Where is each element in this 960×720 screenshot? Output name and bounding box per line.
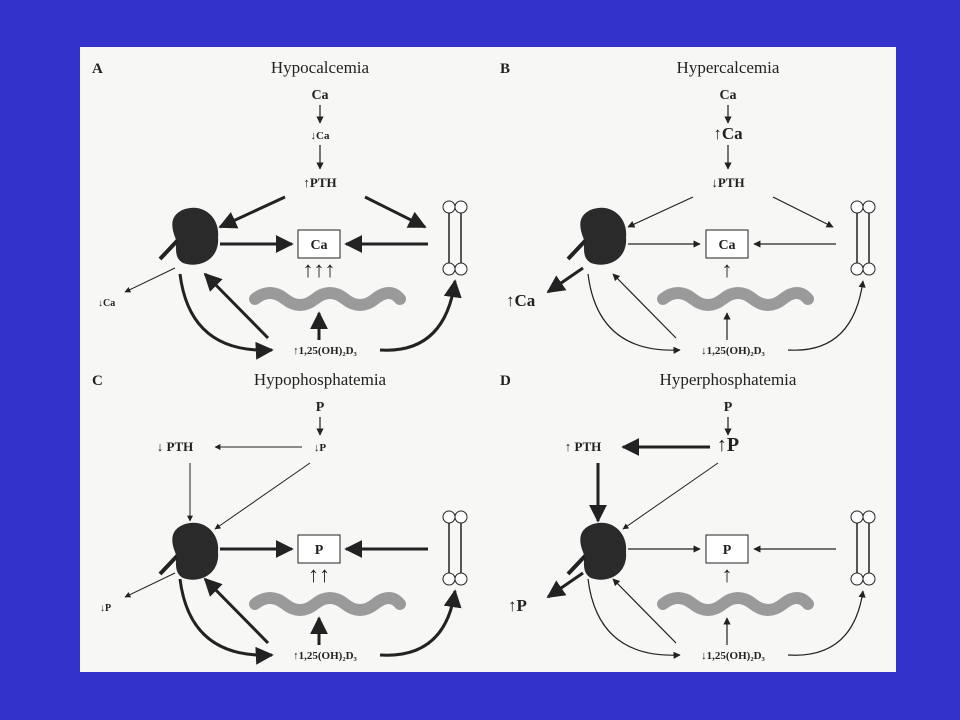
center-ion-box (705, 229, 749, 259)
bone-icon (850, 200, 876, 276)
pth-label: ↑PTH (303, 175, 336, 190)
pth-to-kidney-arrow (218, 195, 286, 229)
panel-title: Hypophosphatemia (254, 370, 387, 389)
vitd-to-kidney-arrow (612, 578, 677, 644)
intestine-icon (249, 592, 406, 616)
pth-label: ↑ PTH (565, 439, 601, 454)
vitd-to-kidney-arrow (612, 273, 677, 339)
center-ion-label: Ca (718, 238, 735, 253)
pth-to-bone-arrow (364, 195, 427, 229)
bone-icon (442, 510, 468, 586)
top-ion-label: P (316, 400, 325, 415)
top-ion-label: P (724, 400, 733, 415)
bone-icon (850, 510, 876, 586)
renal-output-label: ↓P (100, 603, 111, 614)
vitd-to-kidney-arrow (203, 577, 270, 645)
renal-output-label: ↓Ca (98, 298, 115, 309)
renal-output-label: ↑P (508, 596, 527, 615)
center-ion-label: P (723, 543, 732, 558)
ureter-icon (158, 239, 179, 261)
kidney-to-vitd-arrow (587, 273, 681, 354)
gut-absorption-arrows: ↑↑↑ (303, 257, 336, 282)
ion-change-label: ↑Ca (713, 124, 743, 143)
vitamin-d-label: ↑1,25(OH)₂D₃ (293, 345, 357, 357)
panel-letter: A (92, 61, 103, 77)
kidney-to-vitd-arrow (587, 578, 681, 659)
kidney-excretion-arrow (546, 266, 584, 294)
panel-letter: C (92, 373, 103, 389)
intestine-icon (657, 592, 814, 616)
center-ion-box (705, 534, 749, 564)
kidney-icon (172, 522, 219, 580)
pth-label: ↓PTH (711, 175, 744, 190)
panel-letter: D (500, 373, 511, 389)
intestine-icon (249, 287, 406, 311)
gut-absorption-arrows: ↑ (722, 257, 733, 282)
top-ion-label: Ca (311, 88, 328, 103)
vitd-to-kidney-arrow (203, 272, 270, 340)
pth-label: ↓ PTH (157, 439, 193, 454)
kidney-icon (580, 522, 627, 580)
center-ion-label: Ca (310, 238, 327, 253)
panel-title: Hyperphosphatemia (660, 370, 797, 389)
pth-to-kidney-arrow (627, 196, 694, 228)
gut-absorption-arrows: ↑↑ (308, 562, 330, 587)
kidney-excretion-arrow (124, 572, 176, 598)
kidney-excretion-arrow (124, 267, 176, 293)
bone-icon (442, 200, 468, 276)
gut-absorption-arrows: ↑ (722, 562, 733, 587)
panel-title: Hypocalcemia (271, 58, 370, 77)
pth-to-bone-arrow (772, 196, 834, 228)
ureter-icon (158, 554, 179, 576)
ion-change-label: ↓Ca (311, 130, 330, 142)
ureter-icon (566, 554, 587, 576)
panel-title: Hypercalcemia (677, 58, 780, 77)
vitamin-d-label: ↓1,25(OH)₂D₃ (701, 650, 765, 662)
intestine-icon (657, 287, 814, 311)
kidney-excretion-arrow (546, 571, 584, 599)
center-ion-box (297, 534, 341, 564)
vitd-to-bone-arrow (787, 280, 866, 351)
kidney-icon (580, 207, 627, 265)
vitd-to-bone-arrow (787, 590, 866, 656)
center-ion-box (297, 229, 341, 259)
ureter-icon (566, 239, 587, 261)
center-ion-label: P (315, 543, 324, 558)
kidney-icon (172, 207, 219, 265)
vitd-to-bone-arrow (379, 589, 462, 657)
top-ion-label: Ca (719, 88, 736, 103)
kidney-to-vitd-arrow (178, 578, 274, 665)
vitamin-d-label: ↓1,25(OH)₂D₃ (701, 345, 765, 357)
ion-change-label: ↑P (717, 434, 739, 456)
vitd-to-bone-arrow (379, 279, 462, 352)
panel-letter: B (500, 61, 510, 77)
vitamin-d-label: ↑1,25(OH)₂D₃ (293, 650, 357, 662)
ion-to-kidney-arrow (622, 462, 719, 530)
renal-output-label: ↑Ca (506, 291, 536, 310)
kidney-to-vitd-arrow (178, 273, 274, 360)
ion-change-label: ↓P (314, 442, 327, 454)
ion-to-kidney-arrow (214, 462, 311, 530)
